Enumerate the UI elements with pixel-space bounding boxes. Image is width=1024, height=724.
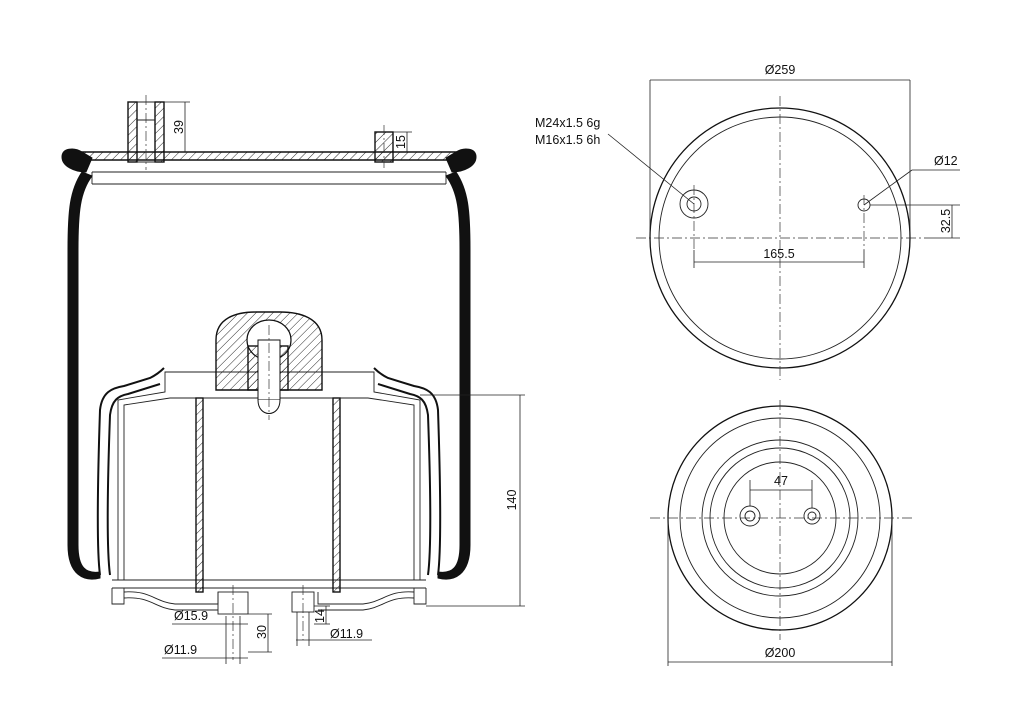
- bellow-wall-right: [437, 171, 471, 580]
- hole-m16: [857, 195, 871, 250]
- bottom-view-dimensions: 47 Ø200: [667, 474, 893, 666]
- side-section-view: [61, 95, 525, 660]
- label-thread-m16: M16x1.5 6h: [535, 133, 600, 147]
- top-view: [636, 96, 924, 380]
- dim-piston-height: 140: [505, 490, 519, 511]
- right-bead: [445, 148, 477, 173]
- dim-hole-dia: Ø12: [934, 154, 958, 168]
- dim-bottom-dia-left: Ø11.9: [164, 643, 197, 657]
- bottom-view: [650, 400, 914, 640]
- base-hole-right: [803, 507, 821, 525]
- dim-base-hole-spacing: 47: [774, 474, 788, 488]
- side-dimensions: 39 15 140 Ø15.9 Ø11.9 30 14 Ø11.9: [162, 101, 521, 664]
- dim-hole-offset: 32.5: [939, 209, 953, 233]
- top-stud-small: [374, 125, 394, 168]
- dim-bottom-stud-short: 14: [313, 609, 327, 623]
- base-hole-left: [739, 505, 761, 527]
- dim-base-dia: Ø200: [765, 646, 796, 660]
- dim-hole-spacing: 165.5: [763, 247, 794, 261]
- bellow-wall: [67, 171, 101, 580]
- piston: [111, 311, 427, 660]
- dim-bottom-dia-large: Ø15.9: [174, 609, 208, 623]
- dim-stud-small-height: 15: [394, 135, 408, 149]
- top-stud-large: [127, 95, 165, 170]
- dim-bottom-stud-length: 30: [255, 625, 269, 639]
- dim-top-plate-dia: Ø259: [765, 63, 796, 77]
- label-thread-m24: M24x1.5 6g: [535, 116, 600, 130]
- dim-bottom-dia-right: Ø11.9: [330, 627, 363, 641]
- left-bead: [61, 148, 93, 173]
- hole-m24: [679, 185, 709, 250]
- top-view-dimensions: Ø259 M24x1.5 6g M16x1.5 6h Ø12 165.5 32.…: [535, 63, 960, 268]
- dim-stud-height: 39: [172, 120, 186, 134]
